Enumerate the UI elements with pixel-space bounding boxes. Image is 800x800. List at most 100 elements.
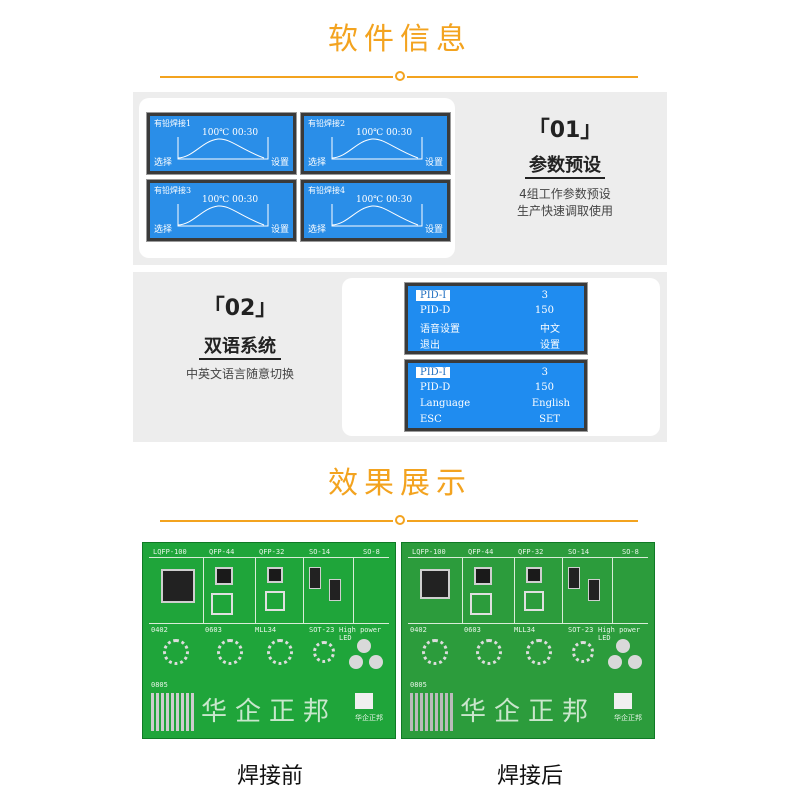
lqfp-chip xyxy=(420,569,450,599)
qfp-footprint xyxy=(470,593,492,615)
pcb-label: MLL34 xyxy=(255,626,277,634)
feature-desc: 中英文语言随意切换 xyxy=(185,367,294,381)
feature-title: 参数预设 xyxy=(529,155,601,176)
pcb-label: MLL34 xyxy=(514,626,536,634)
temperature-curve-icon xyxy=(177,204,269,227)
menu-value: 3 xyxy=(541,367,548,378)
pcb-label: QFP-44 xyxy=(468,548,494,556)
pcb-label: 华企正邦 xyxy=(614,714,642,722)
feature-desc: 生产快速调取使用 xyxy=(516,204,613,218)
pcb-label: SOT-23 xyxy=(309,626,335,634)
section-title-software-info: 软件信息 xyxy=(328,22,472,57)
qfp-footprint xyxy=(211,593,233,615)
pcb-label: SO-14 xyxy=(309,548,331,556)
logo-icon xyxy=(355,693,373,709)
brand-silkscreen: 华企正邦 xyxy=(460,697,597,727)
pcb-label: High power LED xyxy=(598,626,641,642)
qfp44-chip xyxy=(215,567,233,585)
select-label: 选择 xyxy=(154,158,173,168)
preset-temp: 100℃ 00:30 xyxy=(356,128,413,138)
logo-icon xyxy=(614,693,632,709)
pcb-label: QFP-32 xyxy=(259,548,285,556)
set-label: 设置 xyxy=(424,158,443,168)
menu-value: 设置 xyxy=(540,340,560,351)
pcb-label: SO-14 xyxy=(568,548,590,556)
pcb-after-soldering: LQFP-100 QFP-44 QFP-32 SO-14 SO-8 0402 0… xyxy=(401,542,655,739)
so14-chip xyxy=(568,567,580,589)
pcb-label: LQFP-100 xyxy=(412,548,446,556)
preset-screen-1: 有铅焊接1 100℃ 00:30 选择 设置 xyxy=(147,113,296,174)
lqfp-chip xyxy=(161,569,195,603)
qfp44-chip xyxy=(474,567,492,585)
pcb-label: 0402 xyxy=(151,626,168,634)
divider-ornament xyxy=(393,513,407,527)
menu-value: 中文 xyxy=(540,324,560,335)
pcb-label: LQFP-100 xyxy=(153,548,187,556)
set-label: 设置 xyxy=(270,158,289,168)
pcb-label: 0603 xyxy=(205,626,222,634)
section-title-effect-display: 效果展示 xyxy=(328,466,472,501)
preset-screen-4: 有铅焊接4 100℃ 00:30 选择 设置 xyxy=(301,180,450,241)
so14-chip xyxy=(329,579,341,601)
divider-ornament xyxy=(393,69,407,83)
preset-name: 有铅焊接2 xyxy=(308,119,346,128)
so14-chip xyxy=(588,579,600,601)
pcb-label: 0603 xyxy=(464,626,481,634)
preset-screen-3: 有铅焊接3 100℃ 00:30 选择 设置 xyxy=(147,180,296,241)
pcb-label: QFP-32 xyxy=(518,548,544,556)
preset-temp: 100℃ 00:30 xyxy=(202,195,259,205)
set-label: 设置 xyxy=(270,225,289,235)
menu-key: PID-I xyxy=(416,367,451,378)
menu-value: 150 xyxy=(534,305,554,316)
menu-value: SET xyxy=(539,414,560,425)
feature-number: 「01」 xyxy=(527,118,603,143)
menu-key: 语音设置 xyxy=(420,324,460,335)
menu-value: English xyxy=(531,398,570,409)
pcb-label: 0805 xyxy=(151,681,168,689)
qfp-footprint xyxy=(265,591,285,611)
pcb-label: 华企正邦 xyxy=(355,714,383,722)
qfp32-chip xyxy=(267,567,283,583)
feature-desc: 4组工作参数预设 xyxy=(519,187,611,201)
preset-temp: 100℃ 00:30 xyxy=(356,195,413,205)
menu-key: PID-D xyxy=(420,382,451,393)
pcb-label: 0402 xyxy=(410,626,427,634)
pcb-label: SO-8 xyxy=(622,548,639,556)
pcb-before-soldering: LQFP-100 QFP-44 QFP-32 SO-14 SO-8 0402 0… xyxy=(142,542,396,739)
qfp-footprint xyxy=(524,591,544,611)
so14-chip xyxy=(309,567,321,589)
preset-temp: 100℃ 00:30 xyxy=(202,128,259,138)
pcb-label: QFP-44 xyxy=(209,548,235,556)
caption-after: 焊接后 xyxy=(496,764,563,789)
preset-name: 有铅焊接1 xyxy=(154,119,192,128)
menu-key: PID-I xyxy=(416,290,451,301)
preset-screen-2: 有铅焊接2 100℃ 00:30 选择 设置 xyxy=(301,113,450,174)
temperature-curve-icon xyxy=(331,204,423,227)
preset-name: 有铅焊接4 xyxy=(308,186,346,195)
temperature-curve-icon xyxy=(331,137,423,160)
pcb-label: SOT-23 xyxy=(568,626,594,634)
caption-before: 焊接前 xyxy=(236,764,303,789)
feature-title: 双语系统 xyxy=(204,336,276,357)
feature-number: 「02」 xyxy=(202,296,278,321)
menu-key: ESC xyxy=(420,414,442,425)
brand-silkscreen: 华企正邦 xyxy=(201,697,338,727)
resistor-array xyxy=(151,693,195,731)
menu-key: PID-D xyxy=(420,305,451,316)
qfp32-chip xyxy=(526,567,542,583)
pcb-label: 0805 xyxy=(410,681,427,689)
feature-underline xyxy=(525,177,605,179)
pcb-label: High power LED xyxy=(339,626,382,642)
select-label: 选择 xyxy=(154,225,173,235)
menu-value: 3 xyxy=(541,290,548,301)
feature-underline xyxy=(199,358,281,360)
menu-value: 150 xyxy=(534,382,554,393)
menu-screen-chinese: PID-I 3 PID-D 150 语音设置 中文 退出 设置 xyxy=(405,283,587,354)
set-label: 设置 xyxy=(424,225,443,235)
menu-key: 退出 xyxy=(420,340,440,351)
pcb-label: SO-8 xyxy=(363,548,380,556)
resistor-array xyxy=(410,693,454,731)
preset-name: 有铅焊接3 xyxy=(154,186,192,195)
select-label: 选择 xyxy=(308,225,327,235)
